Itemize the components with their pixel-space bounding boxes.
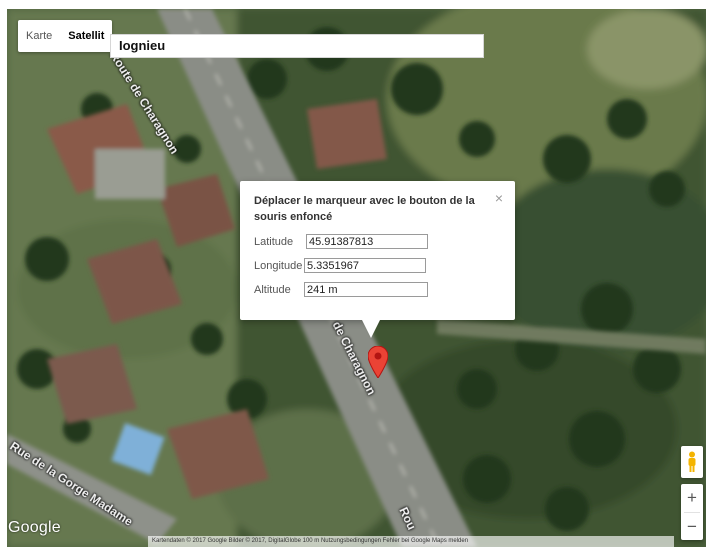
altitude-label: Altitude [254, 283, 291, 296]
street-view-button[interactable] [681, 446, 703, 478]
close-icon[interactable]: × [494, 190, 503, 206]
pegman-icon [688, 451, 696, 472]
map-type-satellite-button[interactable]: Satellit [68, 30, 105, 42]
info-window-title: Déplacer le marqueur avec le bouton de l… [254, 195, 475, 223]
altitude-row: Altitude [254, 282, 501, 297]
altitude-field[interactable] [304, 282, 428, 297]
latitude-label: Latitude [254, 235, 294, 248]
longitude-label: Longitude [254, 259, 303, 272]
map-marker-icon[interactable] [368, 346, 388, 378]
map-canvas[interactable]: Route de Charagnon de Charagnon Rue de l… [7, 9, 706, 547]
satellite-imagery [7, 9, 706, 547]
longitude-field[interactable] [304, 258, 426, 273]
map-type-map-button[interactable]: Karte [26, 30, 53, 42]
zoom-in-button[interactable]: + [687, 488, 697, 507]
longitude-row: Longitude [254, 258, 501, 273]
google-logo: Google [8, 519, 61, 536]
marker-info-window: Déplacer le marqueur avec le bouton de l… [240, 181, 515, 338]
zoom-divider [684, 512, 700, 513]
zoom-out-button[interactable]: − [687, 517, 697, 536]
latitude-field[interactable] [306, 234, 428, 249]
map-attribution[interactable]: Kartendaten © 2017 Google Bilder © 2017,… [148, 536, 674, 547]
place-name-box[interactable]: Iognieu [110, 34, 484, 58]
map-type-control: Karte Satellit [18, 20, 113, 52]
zoom-control: + − [681, 484, 703, 540]
latitude-row: Latitude [254, 234, 501, 249]
